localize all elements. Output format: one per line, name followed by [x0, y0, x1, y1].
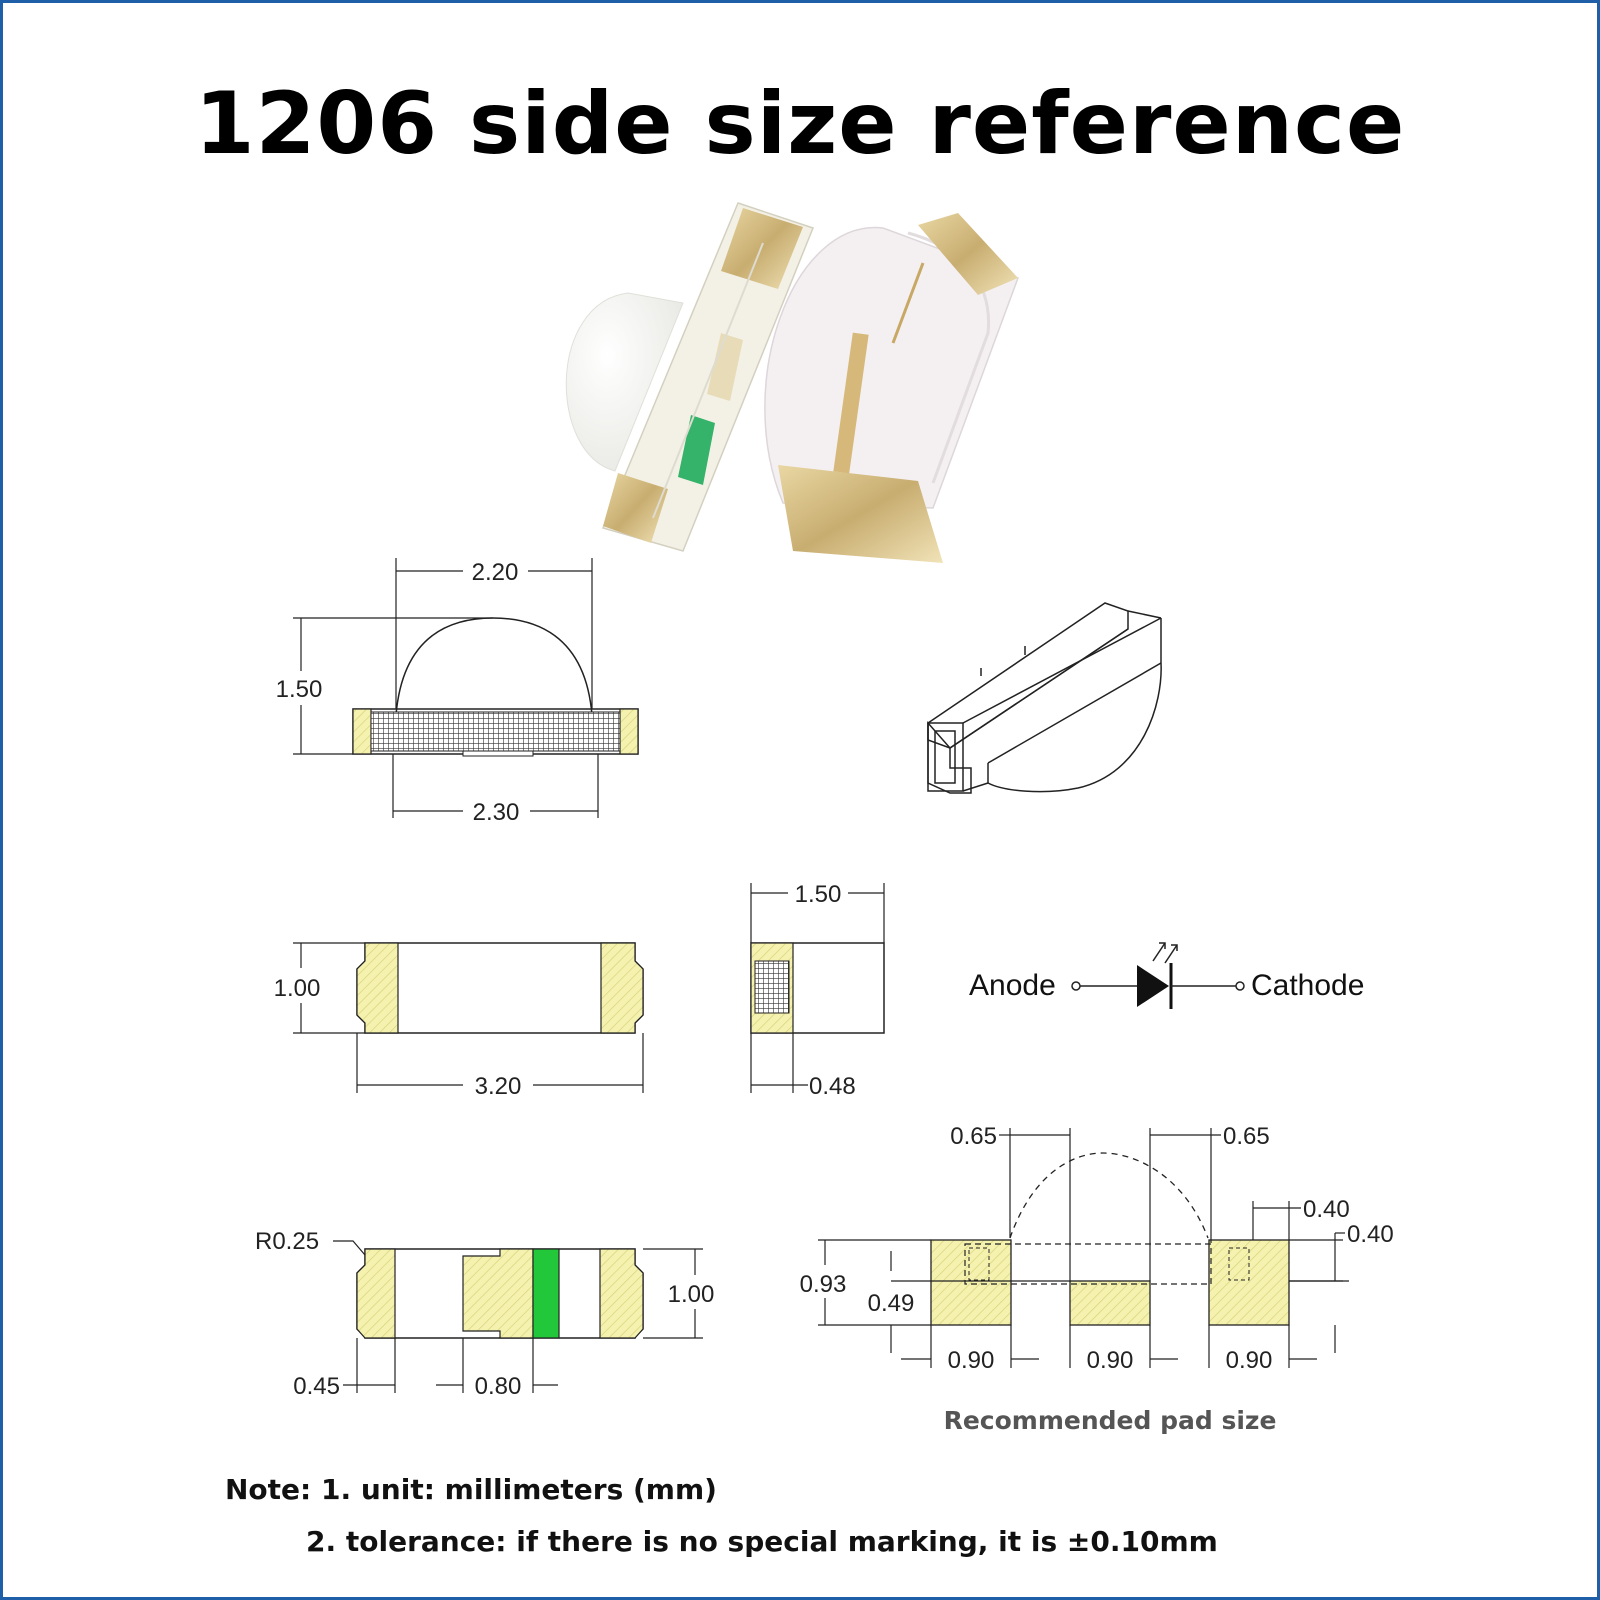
- cathode-terminal: [1235, 981, 1245, 991]
- dim-top-height: 1.00: [274, 975, 321, 1002]
- dim-bottom-height: 1.00: [668, 1281, 715, 1308]
- led-photo-right: [764, 213, 1019, 563]
- dim-pad-width: 0.45: [293, 1373, 340, 1400]
- anode-label: Anode: [969, 969, 1056, 1002]
- note-line-1: Note: 1. unit: millimeters (mm): [225, 1473, 717, 1506]
- top-view: 1.00 3.20: [274, 942, 644, 1100]
- dim-pad-w2: 0.90: [1087, 1347, 1134, 1374]
- pad-layout-caption: Recommended pad size: [944, 1406, 1277, 1435]
- cathode-label: Cathode: [1251, 969, 1364, 1002]
- side-view: 1.50 0.48: [750, 881, 885, 1100]
- dim-radius: R0.25: [255, 1228, 319, 1255]
- dim-pad-height: 0.93: [800, 1271, 847, 1298]
- polarity-mark: [532, 1248, 560, 1339]
- dim-pad-w3: 0.90: [1226, 1347, 1273, 1374]
- product-photo: [565, 202, 1019, 563]
- dim-height: 1.50: [276, 676, 323, 703]
- note-line-2: 2. tolerance: if there is no special mar…: [306, 1525, 1218, 1558]
- pad-layout: 0.65 0.65 0.40 0.40 0.93 0.49: [800, 1123, 1394, 1435]
- front-view: 2.20 1.50 2.30: [276, 558, 639, 826]
- dim-lens-width: 2.20: [472, 559, 519, 586]
- drawing-canvas: 2.20 1.50 2.30: [255, 202, 1394, 1435]
- dim-right-gap: 0.65: [1223, 1123, 1270, 1150]
- isometric-view: [927, 602, 1162, 794]
- diode-triangle-icon: [1137, 965, 1169, 1007]
- dim-pad-depth: 0.48: [809, 1073, 856, 1100]
- dim-center-pad-width: 0.80: [475, 1373, 522, 1400]
- dim-small-pad-h: 0.40: [1347, 1221, 1394, 1248]
- dim-pad-w1: 0.90: [948, 1347, 995, 1374]
- bottom-view: R0.25 1.00 0.45 0.80: [255, 1228, 714, 1400]
- diode-symbol: Anode Cathode: [969, 942, 1364, 1009]
- anode-terminal: [1071, 981, 1081, 991]
- dim-top-length: 3.20: [475, 1073, 522, 1100]
- dim-left-gap: 0.65: [950, 1123, 997, 1150]
- dim-side-depth: 1.50: [795, 881, 842, 908]
- led-photo-left: [565, 202, 814, 552]
- dim-center-pad-height: 0.49: [868, 1290, 915, 1317]
- page-title: 1206 side size reference: [194, 74, 1406, 174]
- dim-small-pad-w: 0.40: [1303, 1196, 1350, 1223]
- dim-body-width: 2.30: [473, 799, 520, 826]
- light-emission-icon: [1152, 942, 1178, 964]
